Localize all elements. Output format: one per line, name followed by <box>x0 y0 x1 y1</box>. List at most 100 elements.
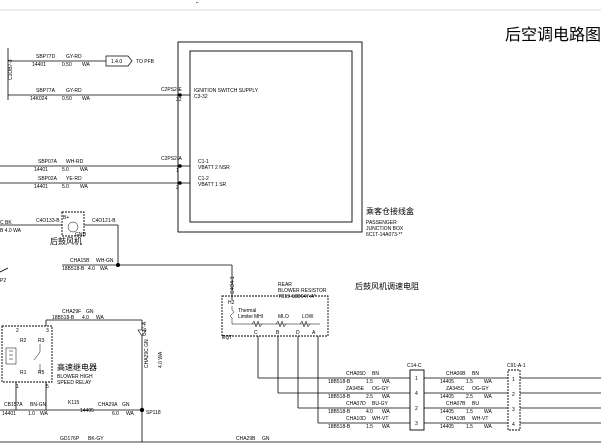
wire-sbp07a-id: SBP07A <box>38 159 58 165</box>
blower-left-wire-frag2: B 4.0 WA <box>0 228 22 234</box>
c14c-connector <box>409 369 425 431</box>
wire-sbp02a-color: YE-RD <box>66 176 82 182</box>
c14c-label: C14-C <box>407 363 422 369</box>
blower-cn-label: 后鼓风机 <box>50 236 82 246</box>
jb-pin-1-num: 1 <box>176 168 179 174</box>
rw4-circuit: 18B518-B <box>328 424 351 430</box>
rw2b-unit: WA <box>484 394 493 400</box>
rw3b-color: BU <box>472 401 479 407</box>
wire-sbp77a-circuit: 14K024 <box>30 96 47 102</box>
c91a-connector <box>507 369 521 431</box>
jb-pin-32-sub: C3-32 <box>194 94 208 100</box>
thermal-limiter-symbol <box>230 306 234 324</box>
wire-cha29a-color: GN <box>122 402 130 408</box>
rw4b-circuit: 14405 <box>440 424 454 430</box>
c91a-pin-3: 3 <box>512 407 515 413</box>
wire-sbp77d-id: SBP77D <box>36 54 56 60</box>
rw1b-circuit: 14405 <box>440 379 454 385</box>
relay-box <box>1 325 53 383</box>
rw4-color: WH-VT <box>372 416 388 422</box>
blower-gnd: GND <box>75 232 87 238</box>
relay-pin-r1: R1 <box>20 370 27 376</box>
blower-plus: B+ <box>63 215 69 221</box>
relay-conn-top-size: 4.0 <box>82 315 89 321</box>
relay-conn-top-unit: WA <box>96 315 105 321</box>
rw1-size: 1.5 <box>366 379 373 385</box>
jb-pin-32-label: IGNITION SWITCH SUPPLY <box>194 88 259 94</box>
jb-pin-1-conn: C2PS2-A <box>161 156 183 162</box>
k115-label: K115 <box>68 400 80 406</box>
jb-pin-2-label: VBATT 1 SR <box>198 182 227 188</box>
relay-label-2: SPEED RELAY <box>57 380 92 386</box>
c17a-connector-mark <box>137 329 147 337</box>
rw2-unit: WA <box>382 394 391 400</box>
wire-cb157a-color: BN-GN <box>30 402 47 408</box>
wire-sbp07a-size: 5.0 <box>62 167 69 173</box>
p2-label: P2 <box>0 278 6 284</box>
resistor-thermal: Thermal <box>238 308 256 314</box>
wire-cha15b-color: WH-GN <box>96 258 114 264</box>
resistor-coil-3 <box>299 320 311 328</box>
rw2-id: ZA345E <box>346 386 365 392</box>
c17a-vsize: 4.0 WA <box>158 351 164 368</box>
rw2b-color: OG-GY <box>472 386 489 392</box>
rw3b-id: CHA07B <box>446 401 466 407</box>
resistor-top-conn: C4O4-1 <box>230 276 236 294</box>
wire-sbp07a-color: WH-RD <box>66 159 84 165</box>
relay-pin-3: 3 <box>46 328 49 334</box>
junction-box-label-2: JUNCTION BOX <box>366 226 404 232</box>
junction-box-label-3: 6C1T-14A073-** <box>366 232 402 238</box>
jb-pin-32-dot <box>178 93 182 97</box>
wire-sbp77a-size: 0.50 <box>62 96 72 102</box>
rw2-color: OG-GY <box>372 386 389 392</box>
wire-sbp02a-id: SBP02A <box>38 176 58 182</box>
c14c-pin-1: 1 <box>415 376 418 382</box>
jb-pin-2-num: 2 <box>176 185 179 191</box>
rw1b-color: BN <box>472 371 479 377</box>
wire-gd176p-id: GD176P <box>60 436 80 442</box>
jb-pin-1-dot <box>178 164 182 168</box>
jb-pin-32-num: 32 <box>176 97 182 103</box>
resistor-tap-low: LOW <box>302 314 314 320</box>
relay-coil <box>5 347 17 365</box>
blower-motor-icon <box>67 221 79 233</box>
c14c-pin-3: 3 <box>415 421 418 427</box>
jb-pin-32-conn: C2PS2-E <box>161 87 183 93</box>
wire-sbp77d-circuit: 14401 <box>32 62 46 68</box>
resistor-pin-d: D <box>296 330 300 336</box>
relay-coil-winding <box>9 350 13 360</box>
rw4b-id: CHA10B <box>446 416 466 422</box>
wire-cha29b-color: GN <box>262 436 270 442</box>
wire-cha15b-id: CHA15B <box>70 258 90 264</box>
junction-box-outer <box>177 41 363 233</box>
rw2b-size: 2.5 <box>466 394 473 400</box>
relay-pin-r2: R2 <box>20 338 27 344</box>
wire-cha29a-id: CHA29A <box>98 402 118 408</box>
rw2b-id: ZA345C <box>446 386 465 392</box>
rw2-circuit: 18B518-B <box>328 394 351 400</box>
wire-sbp07a-unit: WA <box>80 167 89 173</box>
wire-cha15b-circuit: 18B518-B <box>62 266 85 272</box>
relay-pin-r5: R5 <box>38 370 45 376</box>
rw2b-circuit: 14405 <box>440 394 454 400</box>
rw3-unit: WA <box>382 409 391 415</box>
wire-cha29b-id: CHA29B <box>236 436 256 442</box>
blower-conn-left: C4O133-B <box>36 218 60 224</box>
resistor-pin-a: A <box>312 330 316 336</box>
rw3b-circuit: 14405 <box>440 409 454 415</box>
rw4b-size: 1.5 <box>466 424 473 430</box>
relay-contact <box>33 344 41 372</box>
rw1-id: CHA05D <box>346 371 366 377</box>
rw4b-color: WH-VT <box>472 416 488 422</box>
junction-box-cn-label: 乘客仓接线盒 <box>366 206 414 216</box>
resistor-top-pin: H2 <box>228 300 235 306</box>
rw1-color: BN <box>372 371 379 377</box>
wire-sbp02a-unit: WA <box>80 184 89 190</box>
rw4-id: CHA10D <box>346 416 366 422</box>
resistor-cn-label: 后鼓风机调速电阻 <box>355 281 419 291</box>
rw3b-size: 1.5 <box>466 409 473 415</box>
wire-cha15b-size: 4.0 <box>88 266 95 272</box>
resistor-coil-1 <box>251 320 263 328</box>
junction-box-label-1: PASSENGER <box>366 220 397 226</box>
diagram-title: 后空调电路图 <box>505 25 601 44</box>
